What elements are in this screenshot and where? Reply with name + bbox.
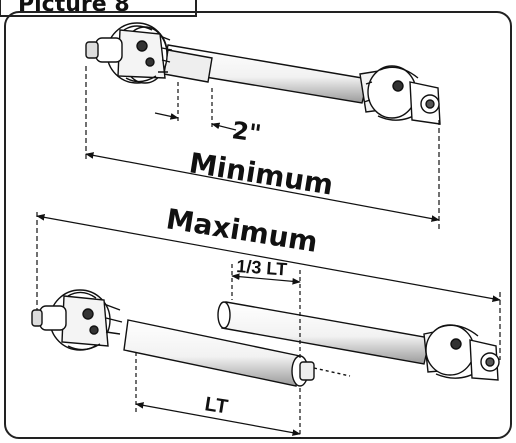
header-tab-label: Picture 8: [18, 0, 130, 17]
left-yoke-icon: [85, 22, 173, 84]
maximum-dimension: [36, 212, 501, 360]
diagram-panel: [4, 11, 512, 439]
one-third-lt-label: 1/3 LT: [236, 256, 288, 279]
one-third-lt-dimension: [231, 264, 301, 358]
right-yoke-bottom-icon: [425, 324, 500, 381]
right-yoke-icon: [359, 65, 441, 125]
shaft-maximum-left: [31, 289, 351, 387]
lt-label: LT: [203, 393, 229, 418]
shaft-maximum-right: [217, 301, 500, 381]
maximum-label: Maximum: [164, 202, 320, 258]
lt-dimension: [135, 352, 301, 438]
gap-label: 2": [230, 116, 263, 148]
gap-dimension: [154, 82, 237, 131]
minimum-dimension: [85, 66, 440, 230]
left-yoke-bottom-icon: [31, 289, 123, 351]
shaft-minimum: [85, 22, 441, 125]
minimum-label: Minimum: [187, 146, 336, 201]
header-tab: Picture 8: [0, 0, 197, 17]
